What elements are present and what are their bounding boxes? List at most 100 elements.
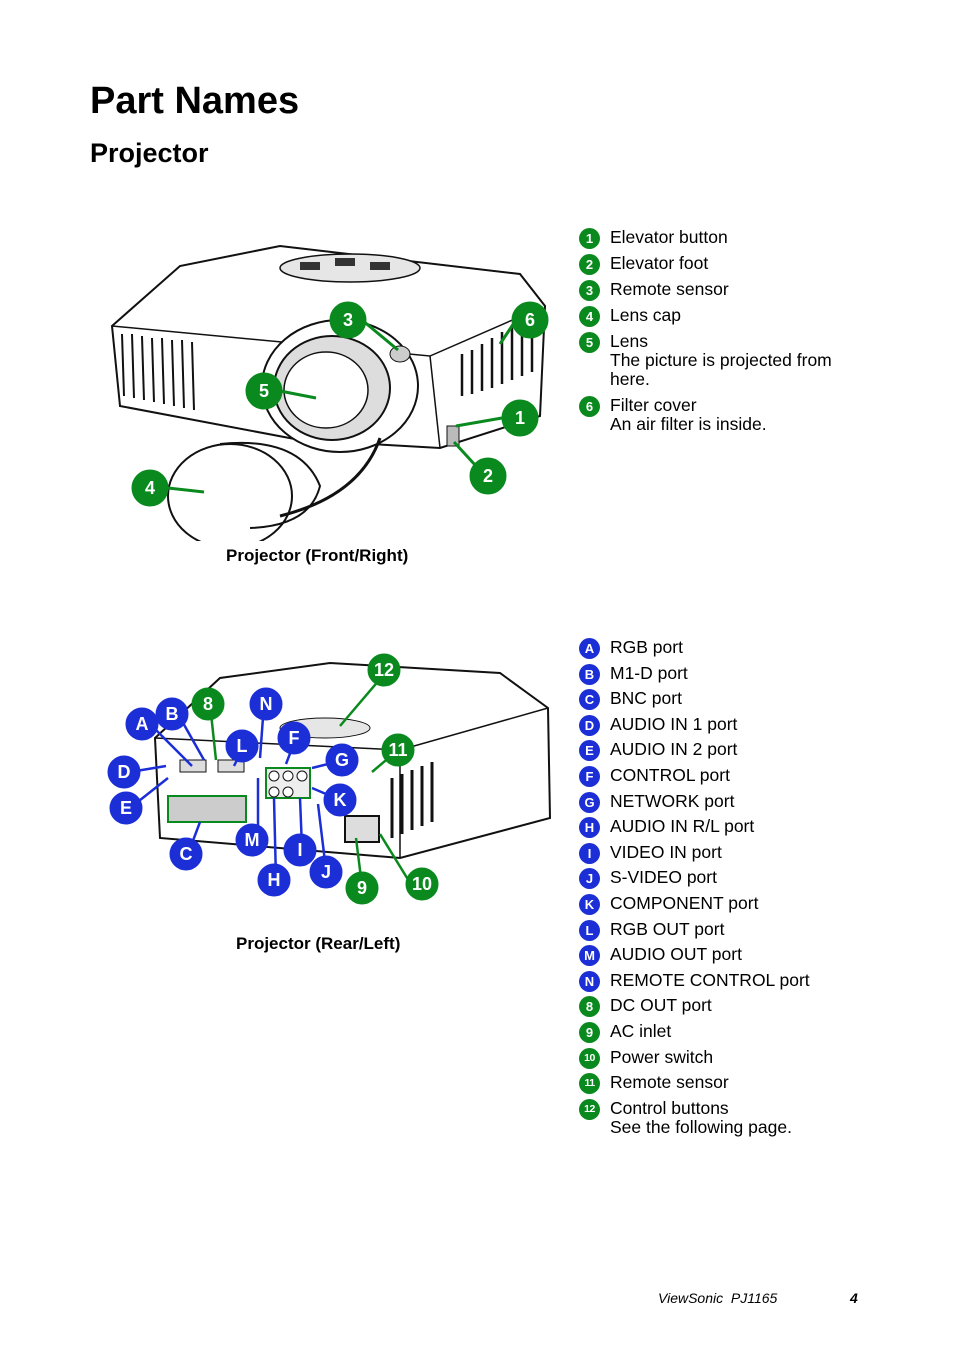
svg-text:10: 10 [412, 874, 432, 894]
letter-badge-icon: C [579, 689, 600, 711]
svg-text:H: H [268, 870, 281, 890]
svg-text:E: E [120, 798, 132, 818]
legend-label: AUDIO IN 2 port [610, 739, 738, 760]
svg-text:J: J [321, 862, 331, 882]
callout-8: 8 [191, 687, 225, 721]
svg-text:6: 6 [525, 310, 535, 330]
legend-label: Lens [610, 331, 648, 351]
callout-K: K [323, 783, 357, 817]
number-badge-icon: 3 [579, 280, 600, 301]
letter-badge-icon: K [579, 893, 600, 915]
callout-C: C [169, 837, 203, 871]
legend-label: RGB OUT port [610, 918, 725, 939]
number-badge-icon: 8 [579, 996, 600, 1018]
svg-text:C: C [180, 844, 193, 864]
letter-badge-icon: E [579, 740, 600, 762]
callout-J: J [309, 855, 343, 889]
number-badge-icon: 5 [579, 332, 600, 353]
legend-label: S-VIDEO port [610, 867, 717, 888]
front-figure-caption: Projector (Front/Right) [226, 546, 409, 565]
legend-item: E AUDIO IN 2 port [578, 739, 810, 762]
svg-text:L: L [237, 736, 248, 756]
callout-5: 5 [245, 372, 283, 410]
svg-text:9: 9 [357, 878, 367, 898]
svg-text:M: M [245, 830, 260, 850]
number-badge-icon: 4 [579, 306, 600, 327]
svg-text:D: D [118, 762, 131, 782]
number-badge-icon: 6 [579, 396, 600, 417]
letter-badge-icon: G [579, 791, 600, 813]
legend-label: Control buttons [610, 1097, 729, 1118]
legend-description: The picture is projected from here. [610, 350, 832, 389]
callout-4: 4 [131, 469, 169, 507]
callout-A: A [125, 707, 159, 741]
callout-I: I [283, 833, 317, 867]
legend-label: AUDIO OUT port [610, 944, 742, 965]
svg-text:I: I [297, 840, 302, 860]
projector-front-illustration: 3 6 5 1 2 4 [100, 226, 560, 541]
callout-D: D [107, 755, 141, 789]
number-badge-icon: 9 [579, 1021, 600, 1043]
legend-item: K COMPONENT port [578, 892, 810, 915]
legend-label: Filter cover [610, 395, 697, 415]
callout-1: 1 [501, 399, 539, 437]
svg-text:12: 12 [374, 660, 394, 680]
callout-11: 11 [381, 733, 415, 767]
svg-text:K: K [334, 790, 347, 810]
legend-label: M1-D port [610, 662, 688, 683]
legend-label: AC inlet [610, 1020, 672, 1041]
page-number: 4 [850, 1290, 858, 1306]
section-title: Projector [90, 138, 209, 168]
number-badge-icon: 2 [579, 254, 600, 275]
letter-badge-icon: D [579, 714, 600, 736]
rear-figure-caption: Projector (Rear/Left) [236, 934, 401, 953]
svg-text:2: 2 [483, 466, 493, 486]
number-badge-icon: 12 [579, 1098, 600, 1120]
legend-label: CONTROL port [610, 764, 730, 785]
callout-10: 10 [405, 867, 439, 901]
svg-text:B: B [166, 704, 179, 724]
legend-item: A RGB port [578, 637, 810, 659]
projector-rear-svg: A B 8 N 12 L F 11 G D K E M I C J H 9 10 [107, 653, 552, 905]
callout-2: 2 [469, 457, 507, 495]
legend-description: An air filter is inside. [610, 414, 767, 434]
callout-M: M [235, 823, 269, 857]
callout-3: 3 [329, 301, 367, 339]
legend-description: See the following page. [610, 1116, 792, 1137]
callout-F: F [277, 721, 311, 755]
callout-E: E [109, 791, 143, 825]
callout-9: 9 [345, 871, 379, 905]
callout-N: N [249, 687, 283, 721]
svg-text:N: N [260, 694, 273, 714]
svg-text:8: 8 [203, 694, 213, 714]
number-badge-icon: 11 [579, 1073, 600, 1095]
letter-badge-icon: J [579, 868, 600, 890]
legend-item: N REMOTE CONTROL port [578, 969, 810, 992]
legend-label: COMPONENT port [610, 892, 759, 913]
callout-G: G [325, 743, 359, 777]
svg-text:1: 1 [515, 408, 525, 428]
svg-text:4: 4 [145, 478, 155, 498]
callout-6: 6 [511, 301, 549, 339]
svg-text:G: G [335, 750, 349, 770]
legend-item: 9 AC inlet [578, 1020, 810, 1043]
letter-badge-icon: N [579, 970, 600, 992]
letter-badge-icon: F [579, 765, 600, 787]
legend-label: BNC port [610, 688, 682, 709]
legend-label: RGB port [610, 637, 683, 657]
svg-text:11: 11 [388, 740, 407, 760]
legend-label: REMOTE CONTROL port [610, 969, 810, 990]
letter-badge-icon: A [579, 638, 600, 659]
